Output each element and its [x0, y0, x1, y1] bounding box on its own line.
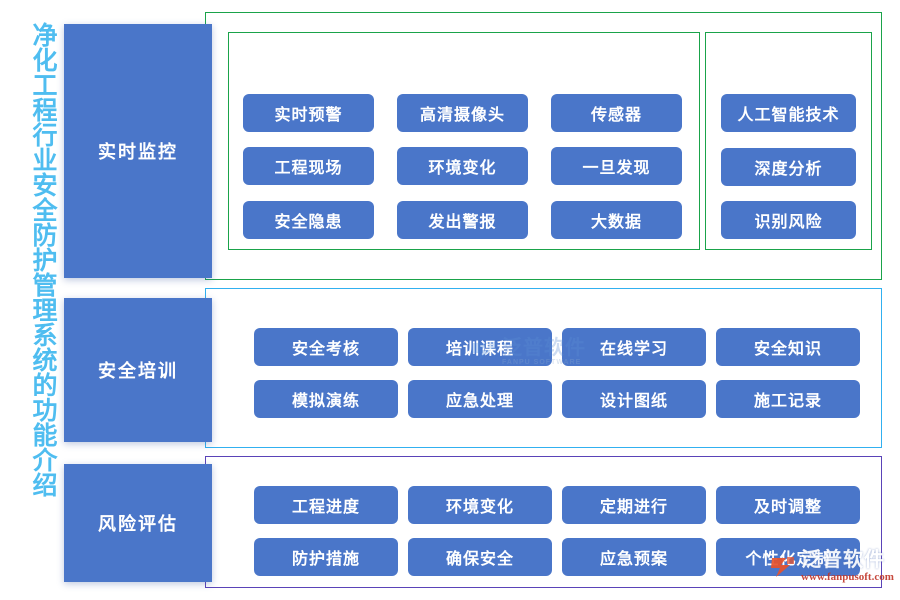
section-row-monitoring: 实时监控 实时预警 高清摄像头 传感器 工程现场 环境变化 一旦发现 安全隐患 … — [64, 12, 882, 280]
chip-item[interactable]: 实时预警 — [243, 94, 374, 132]
chip-item[interactable]: 识别风险 — [721, 201, 856, 239]
category-panel-risk[interactable]: 风险评估 — [64, 464, 212, 582]
chip-item[interactable]: 培训课程 — [408, 328, 552, 366]
chip-item[interactable]: 个性化定制 — [716, 538, 860, 576]
category-panel-monitoring[interactable]: 实时监控 — [64, 24, 212, 278]
page-title: 净化工程行业安全防护管理系统的功能介绍 — [29, 22, 56, 497]
section-row-training: 安全培训 安全考核 培训课程 在线学习 安全知识 模拟演练 应急处理 设计图纸 … — [64, 288, 882, 448]
chip-item[interactable]: 大数据 — [551, 201, 682, 239]
chip-item[interactable]: 环境变化 — [397, 147, 528, 185]
chip-item[interactable]: 深度分析 — [721, 148, 856, 186]
chip-item[interactable]: 模拟演练 — [254, 380, 398, 418]
chip-item[interactable]: 传感器 — [551, 94, 682, 132]
chip-item[interactable]: 环境变化 — [408, 486, 552, 524]
chip-item[interactable]: 及时调整 — [716, 486, 860, 524]
section-frame-training — [205, 288, 882, 448]
chip-item[interactable]: 安全知识 — [716, 328, 860, 366]
chip-item[interactable]: 人工智能技术 — [721, 94, 856, 132]
chip-item[interactable]: 施工记录 — [716, 380, 860, 418]
inner-group-box-monitoring-aside — [705, 32, 872, 250]
category-panel-training[interactable]: 安全培训 — [64, 298, 212, 442]
chip-item[interactable]: 在线学习 — [562, 328, 706, 366]
chip-item[interactable]: 工程进度 — [254, 486, 398, 524]
chip-item[interactable]: 工程现场 — [243, 147, 374, 185]
chip-item[interactable]: 设计图纸 — [562, 380, 706, 418]
chip-item[interactable]: 应急预案 — [562, 538, 706, 576]
chip-item[interactable]: 安全隐患 — [243, 201, 374, 239]
chip-item[interactable]: 高清摄像头 — [397, 94, 528, 132]
chip-item[interactable]: 定期进行 — [562, 486, 706, 524]
chip-item[interactable]: 确保安全 — [408, 538, 552, 576]
section-row-risk: 风险评估 工程进度 环境变化 定期进行 及时调整 防护措施 确保安全 应急预案 … — [64, 456, 882, 588]
chip-item[interactable]: 应急处理 — [408, 380, 552, 418]
chip-item[interactable]: 安全考核 — [254, 328, 398, 366]
chip-item[interactable]: 发出警报 — [397, 201, 528, 239]
inner-group-box-monitoring-main — [228, 32, 700, 250]
chip-item[interactable]: 防护措施 — [254, 538, 398, 576]
chip-item[interactable]: 一旦发现 — [551, 147, 682, 185]
